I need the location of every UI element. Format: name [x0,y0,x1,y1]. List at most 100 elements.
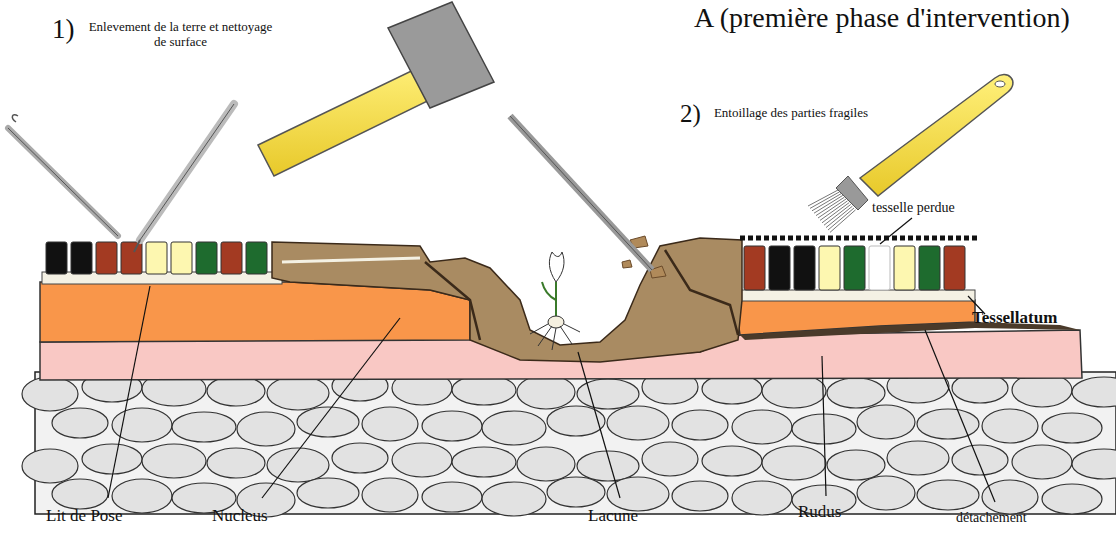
tessera [246,242,267,274]
stone [732,410,792,444]
stone [857,405,915,439]
step-number: 2) [680,100,701,129]
stone [917,409,979,439]
part-label: Enlevement de la terre et nettoyage de s… [88,20,273,50]
stone [952,445,1008,475]
stone [577,379,639,409]
tessera [171,242,192,274]
stone [1042,413,1102,443]
tessera [744,246,765,290]
stone [207,448,265,478]
stone [702,446,762,476]
part-label: Nucleus [212,506,268,526]
step-number: 1) [52,14,75,45]
tessera [71,242,92,274]
crack [425,262,480,340]
stone [732,481,792,515]
stone-bed [35,372,1116,514]
part-label: Entoillage des parties fragiles [706,106,876,121]
stone [237,412,295,446]
stone [22,449,78,483]
hammer [258,2,494,176]
part-label: détachement [956,510,1027,526]
tessera [196,242,217,274]
stone [827,378,885,408]
stone [1072,449,1116,479]
stone [547,406,605,436]
stone [672,410,728,440]
leader-line [925,330,995,502]
title: A (première phase d'intervention) [694,2,1070,34]
leader-line [578,352,620,498]
plant [530,252,580,350]
stone [1042,484,1102,514]
part-label: Tessellatum [972,308,1057,328]
tessera [919,246,940,290]
stone [452,447,516,477]
tessera [844,246,865,290]
stone [207,376,265,406]
stone [482,482,546,516]
stone [52,408,108,438]
tessera [96,242,117,274]
stone [642,442,698,476]
tessera [894,246,915,290]
bristle [830,210,856,233]
earth-crack [282,258,420,262]
stone [607,406,669,440]
brush [808,75,1013,233]
stone [332,443,388,473]
dirt-chunk [622,260,632,268]
part-label: Lacune [588,506,638,526]
tessera [46,242,67,274]
part-label: tesselle perdue [872,200,955,216]
stone [52,479,108,509]
stone [547,477,605,507]
canvas-facing [740,236,978,241]
stone [172,412,236,442]
leader-line [108,286,150,498]
stone [1012,445,1072,479]
leader-line [262,318,400,498]
stone [607,477,669,511]
bristle [828,208,854,230]
stone [982,480,1038,514]
tessera [869,246,890,290]
stone [142,444,206,478]
stone [762,446,826,480]
tessera [121,242,142,274]
stone [362,478,418,512]
dental-pick [8,104,234,252]
stone [982,409,1038,443]
leader-lines [108,218,995,502]
stone [267,376,329,410]
leader-line [822,356,826,496]
stone [857,476,915,510]
tesserae [46,242,965,290]
tessera [944,246,965,290]
stone [267,448,329,482]
stone [1072,377,1116,407]
part-label: Rudus [798,502,841,522]
stone [362,407,418,441]
tessera [146,242,167,274]
stone [517,375,575,409]
chisel [510,116,652,270]
stone [887,441,949,475]
tessera [794,246,815,290]
stone [827,450,885,480]
part-label: Lit de Pose [46,506,123,526]
leader-line [880,218,912,244]
stone [482,411,546,445]
stone [297,478,359,508]
earth-fill [272,238,742,362]
tessera [221,242,242,274]
stone [22,377,78,411]
stone [422,411,482,441]
stone [917,480,979,510]
stone [82,444,142,474]
stone [672,481,728,511]
nucleus-layer [40,282,470,342]
stone [422,482,482,512]
